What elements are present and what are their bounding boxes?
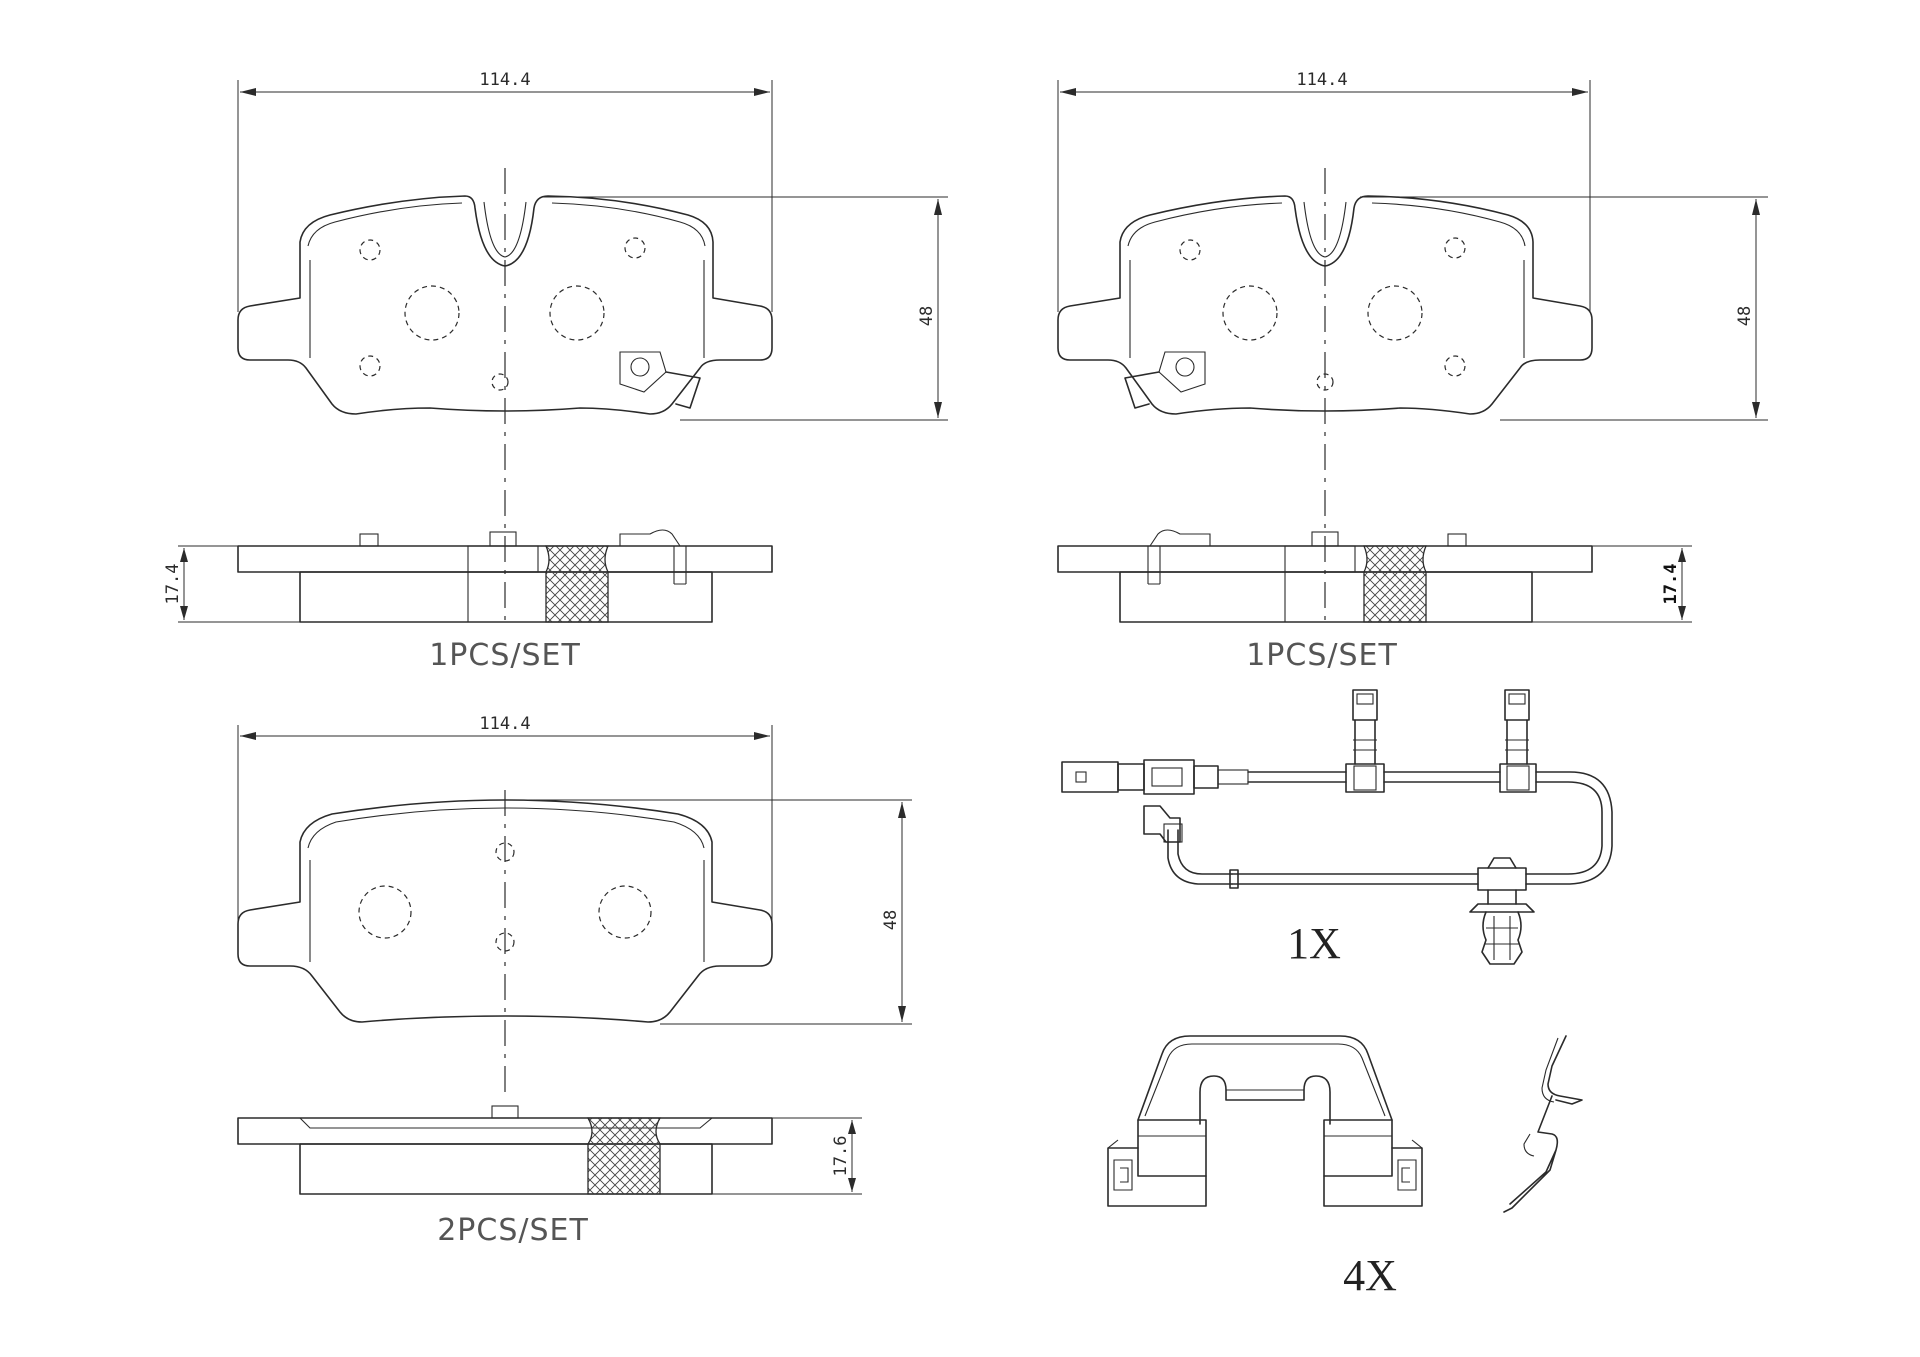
pad-1-height-label: 48 [917,306,937,326]
pad-2-thickness-label: 17.4 [1661,564,1681,605]
pad-3-side-view: 17.6 2PCS/SET [237,1105,862,1248]
pad-1-thickness-label: 17.4 [163,564,183,605]
pad-1-width-label: 114.4 [479,70,530,90]
pad-3-front-view: 114.4 48 [237,714,912,1100]
pad-2-front-view: 114.4 48 [1057,70,1768,620]
pad-1-side-view: 17.4 1PCS/SET [163,529,773,673]
sensor-branch-2 [1499,689,1537,793]
pad-1-caption: 1PCS/SET [429,638,581,673]
sensor-quantity-label: 1X [1287,919,1341,968]
anti-rattle-spring [1503,1035,1583,1213]
pad-2-height-label: 48 [1735,306,1755,326]
wear-sensor-cable: 1X [1061,689,1613,968]
pad-2-width-label: 114.4 [1296,70,1347,90]
abutment-clip [1107,1035,1423,1207]
sensor-branch-1 [1345,689,1385,793]
pad-2-side-view: 17.4 1PCS/SET [1057,529,1692,673]
pad-3-width-label: 114.4 [479,714,530,734]
pad-2-caption: 1PCS/SET [1246,638,1398,673]
pad-1-front-view: 114.4 48 [237,70,948,620]
pad-3-thickness-label: 17.6 [831,1136,851,1177]
clips-quantity-label: 4X [1343,1251,1397,1300]
pad-3-caption: 2PCS/SET [437,1213,589,1248]
sensor-cable-clip [1469,857,1535,965]
pad-3-height-label: 48 [881,910,901,930]
